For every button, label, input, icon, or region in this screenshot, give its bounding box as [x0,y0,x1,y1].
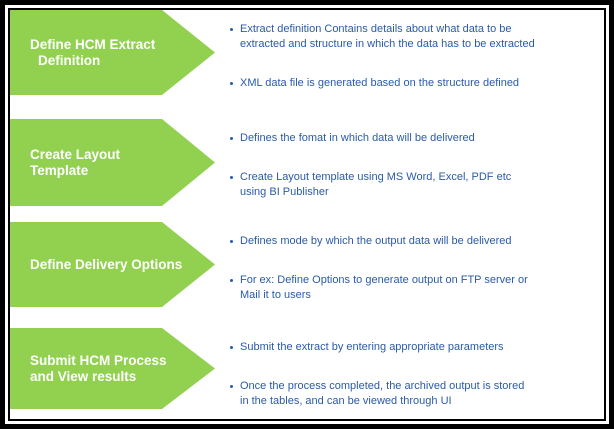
bullet-list: Extract definition Contains details abou… [215,10,604,95]
bullet-line: Once the process completed, the archived… [240,380,525,392]
bullet-icon [230,385,233,388]
step-list: Define HCM Extract Definition Extract de… [10,10,604,419]
step-row-submit-hcm-process: Submit HCM Process and View results Subm… [10,328,604,409]
bullet-item: Defines mode by which the output data wi… [230,234,604,249]
step-arrow-right-icon: Define HCM Extract Definition [10,10,215,95]
bullet-item: Submit the extract by entering appropria… [230,340,604,355]
step-row-create-layout-template: Create Layout Template Defines the fomat… [10,119,604,206]
bullet-line: Mail it to users [240,289,311,301]
bullet-icon [230,279,233,282]
bullet-item: XML data file is generated based on the … [230,76,604,91]
bullet-icon [230,346,233,349]
bullet-line: in the tables, and can be viewed through… [240,395,452,407]
bullet-text: XML data file is generated based on the … [240,76,519,91]
bullet-icon [230,176,233,179]
bullet-item: For ex: Define Options to generate outpu… [230,273,604,303]
bullet-item: Defines the fomat in which data will be … [230,131,604,146]
step-arrow-label-line: Define Delivery Options [30,256,183,272]
bullet-line: Extract definition Contains details abou… [240,23,512,35]
bullet-text: Create Layout template using MS Word, Ex… [240,170,511,200]
bullet-line: using BI Publisher [240,186,329,198]
bullet-icon [230,82,233,85]
bullet-text: Defines mode by which the output data wi… [240,234,512,249]
bullet-line: For ex: Define Options to generate outpu… [240,274,528,286]
bullet-icon [230,240,233,243]
step-arrow-label-line: Submit HCM Process [30,352,167,368]
bullet-line: Create Layout template using MS Word, Ex… [240,171,512,183]
step-arrow-label-line: Create Layout [30,146,121,162]
bullet-line: Submit the extract by entering appropria… [240,341,504,353]
bullet-text: Defines the fomat in which data will be … [240,131,475,146]
bullet-text: Submit the extract by entering appropria… [240,340,504,355]
bullet-item: Once the process completed, the archived… [230,379,604,409]
step-arrow-right-icon: Define Delivery Options [10,222,215,307]
step-arrow-right-icon: Submit HCM Process and View results [10,328,215,409]
bullet-list: Defines mode by which the output data wi… [215,222,604,307]
bullet-icon [230,137,233,140]
step-arrow-label-line: Template [30,162,89,178]
bullet-text: Once the process completed, the archived… [240,379,524,409]
step-arrow-label-line: Define HCM Extract [30,36,156,52]
process-diagram: Define HCM Extract Definition Extract de… [8,8,606,421]
step-arrow-right-icon: Create Layout Template [10,119,215,206]
step-row-define-delivery-options: Define Delivery Options Defines mode by … [10,222,604,307]
bullet-item: Extract definition Contains details abou… [230,22,604,52]
bullet-line: XML data file is generated based on the … [240,77,520,89]
bullet-icon [230,28,233,31]
bullet-list: Submit the extract by entering appropria… [215,328,604,409]
step-row-define-hcm-extract-definition: Define HCM Extract Definition Extract de… [10,10,604,95]
step-arrow-label-line: Definition [38,52,101,68]
bullet-item: Create Layout template using MS Word, Ex… [230,170,604,200]
bullet-list: Defines the fomat in which data will be … [215,119,604,206]
bullet-text: For ex: Define Options to generate outpu… [240,273,528,303]
bullet-line: Defines mode by which the output data wi… [240,235,512,247]
bullet-text: Extract definition Contains details abou… [240,22,535,52]
step-arrow-label-line: and View results [30,368,137,384]
bullet-line: extracted and structure in which the dat… [240,38,535,50]
bullet-line: Defines the fomat in which data will be … [240,132,475,144]
